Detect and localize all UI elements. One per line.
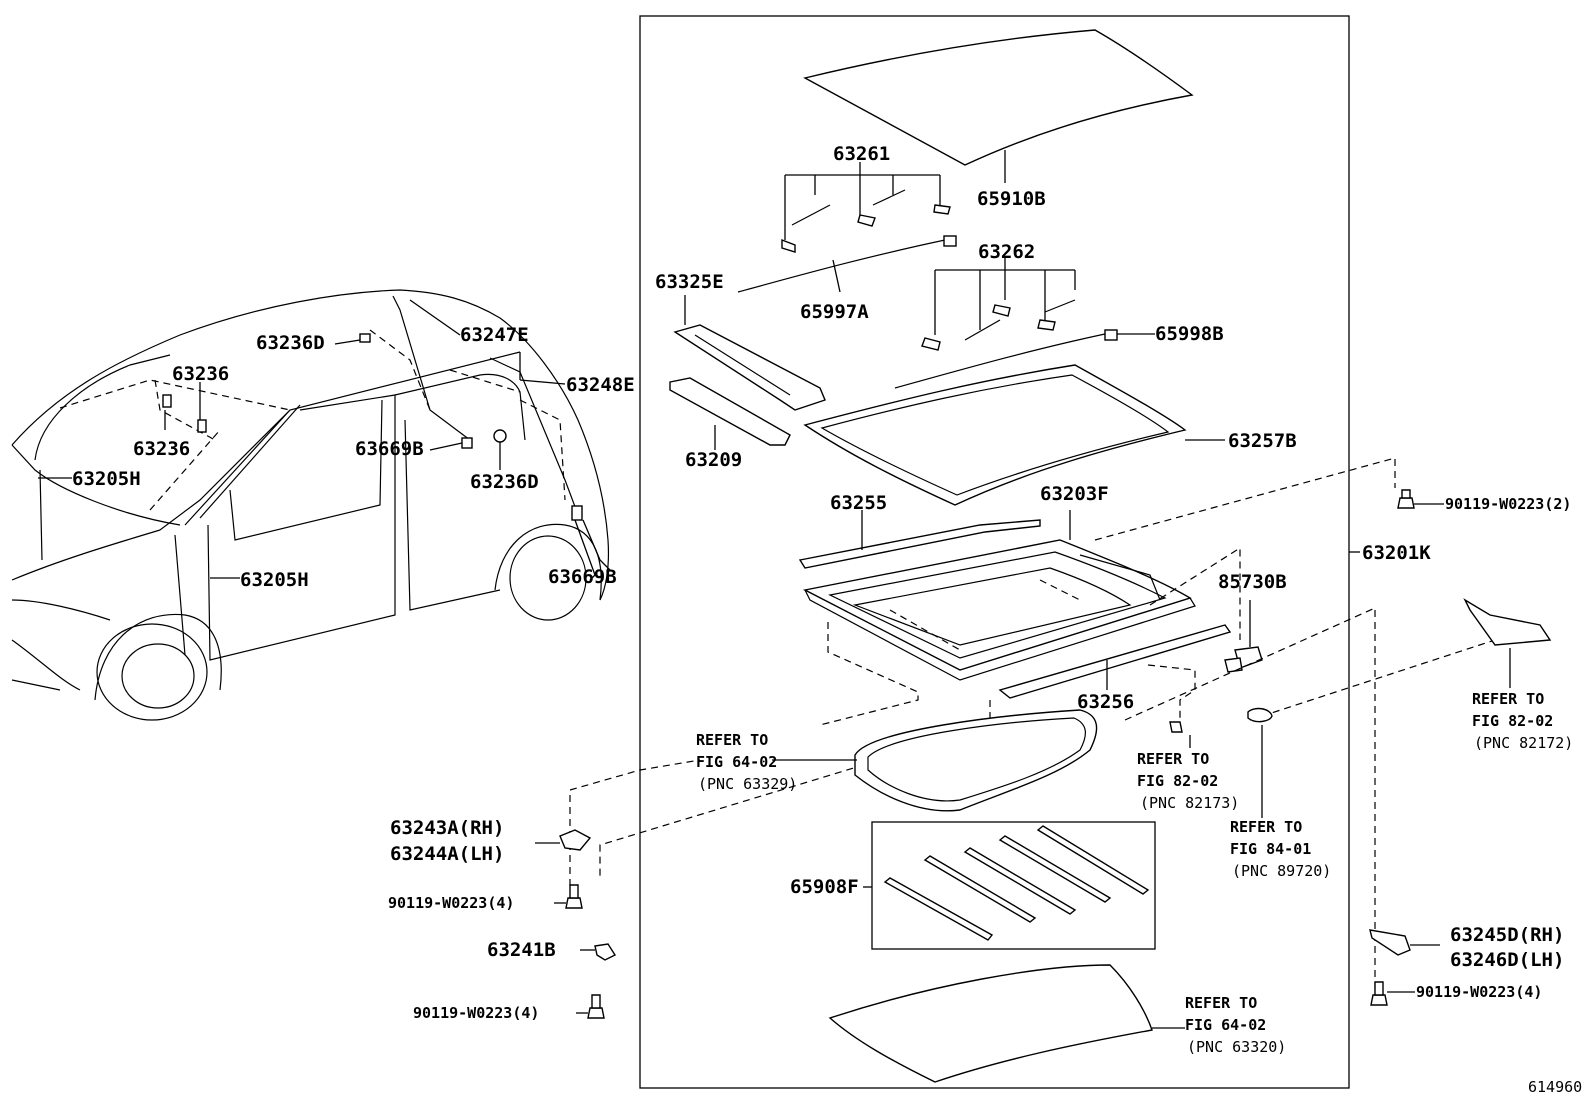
part-63257B-seal-frame[interactable] <box>803 364 1225 506</box>
refer-block-63329[interactable]: REFER TO FIG 64-02 (PNC 63329) <box>696 731 797 793</box>
label-63669B-b: 63669B <box>548 566 617 588</box>
refer-line: FIG 64-02 <box>1185 1016 1266 1034</box>
refer-line: REFER TO <box>1472 690 1544 708</box>
label-63209: 63209 <box>685 449 742 471</box>
refer-block-63320[interactable]: REFER TO FIG 64-02 (PNC 63320) <box>1185 994 1286 1056</box>
label-bolt-3: 90119-W0223(4) <box>413 1004 539 1022</box>
label-63262: 63262 <box>978 241 1035 263</box>
refer-block-82172[interactable]: REFER TO FIG 82-02 (PNC 82172) <box>1472 690 1573 752</box>
part-65998B-moulding[interactable] <box>894 329 1155 389</box>
part-63261-clips[interactable] <box>781 162 951 253</box>
refer-line: (PNC 82173) <box>1140 794 1239 812</box>
label-63236-b: 63236 <box>133 438 190 460</box>
refer-line: FIG 84-01 <box>1230 840 1311 858</box>
refer-block-89720[interactable]: REFER TO FIG 84-01 (PNC 89720) <box>1230 818 1331 880</box>
refer-line: (PNC 63320) <box>1187 1038 1286 1056</box>
refer-line: REFER TO <box>1137 750 1209 768</box>
label-63245D: 63245D(RH) <box>1450 924 1564 946</box>
label-bolt-4: 90119-W0223(4) <box>1416 983 1542 1001</box>
label-63669B-a: 63669B <box>355 438 424 460</box>
part-63241B-bracket[interactable] <box>580 943 617 961</box>
part-63245D-bracket[interactable] <box>1369 929 1440 956</box>
part-63256-rail[interactable] <box>998 624 1232 699</box>
refer-line: (PNC 89720) <box>1232 862 1331 880</box>
part-63243A-bracket[interactable] <box>535 829 592 851</box>
part-82172-bracket <box>1463 598 1552 688</box>
refer-line: FIG 82-02 <box>1472 712 1553 730</box>
label-63236D-b: 63236D <box>470 471 539 493</box>
part-63203F-housing[interactable] <box>802 510 1196 681</box>
part-65997A-moulding[interactable] <box>737 235 957 293</box>
bolt-icon <box>554 489 1444 1019</box>
label-65910B: 65910B <box>977 188 1046 210</box>
label-63236-a: 63236 <box>172 363 229 385</box>
label-63325E: 63325E <box>655 271 724 293</box>
part-63325E-front-rail[interactable] <box>673 295 826 411</box>
label-63257B: 63257B <box>1228 430 1297 452</box>
label-65998B: 65998B <box>1155 323 1224 345</box>
label-bolt-2: 90119-W0223(4) <box>388 894 514 912</box>
label-63248E: 63248E <box>566 374 635 396</box>
label-63205H-a: 63205H <box>72 468 141 490</box>
label-85730B: 85730B <box>1218 571 1287 593</box>
label-bolt-1: 90119-W0223(2) <box>1445 495 1571 513</box>
refer-line: REFER TO <box>1185 994 1257 1012</box>
label-63256: 63256 <box>1077 691 1134 713</box>
part-63255-rail[interactable] <box>798 510 1041 569</box>
label-63244A: 63244A(LH) <box>390 843 504 865</box>
label-65908F: 65908F <box>790 876 859 898</box>
label-63201K: 63201K <box>1362 542 1431 564</box>
refer-line: REFER TO <box>1230 818 1302 836</box>
refer-line: (PNC 63329) <box>698 775 797 793</box>
refer-line: (PNC 82172) <box>1474 734 1573 752</box>
part-65908F-strips[interactable] <box>863 821 1156 950</box>
label-63241B: 63241B <box>487 939 556 961</box>
part-65910B-roof-panel[interactable] <box>803 29 1194 166</box>
label-63255: 63255 <box>830 492 887 514</box>
refer-line: REFER TO <box>696 731 768 749</box>
part-63262-clips[interactable] <box>921 258 1076 351</box>
leader-lines <box>38 299 857 761</box>
part-63209-rail[interactable] <box>669 377 791 450</box>
label-65997A: 65997A <box>800 301 869 323</box>
label-63236D-a: 63236D <box>256 332 325 354</box>
label-63246D: 63246D(LH) <box>1450 949 1564 971</box>
label-63247E: 63247E <box>460 324 529 346</box>
part-roof-glass <box>828 964 1185 1083</box>
part-glass-weatherstrip <box>854 709 1098 812</box>
refer-line: FIG 64-02 <box>696 753 777 771</box>
refer-block-82173[interactable]: REFER TO FIG 82-02 (PNC 82173) <box>1137 750 1239 812</box>
part-82173-connector <box>1169 721 1191 748</box>
label-63243A: 63243A(RH) <box>390 817 504 839</box>
assembly-frame <box>639 15 1350 1089</box>
label-63261: 63261 <box>833 143 890 165</box>
part-85730B-motor[interactable] <box>1224 600 1263 673</box>
label-63203F: 63203F <box>1040 483 1109 505</box>
figure-number: 614960 <box>1528 1078 1582 1096</box>
part-89720-sensor <box>1247 707 1273 818</box>
refer-line: FIG 82-02 <box>1137 772 1218 790</box>
car-body-outline <box>11 289 610 721</box>
label-63205H-b: 63205H <box>240 569 309 591</box>
